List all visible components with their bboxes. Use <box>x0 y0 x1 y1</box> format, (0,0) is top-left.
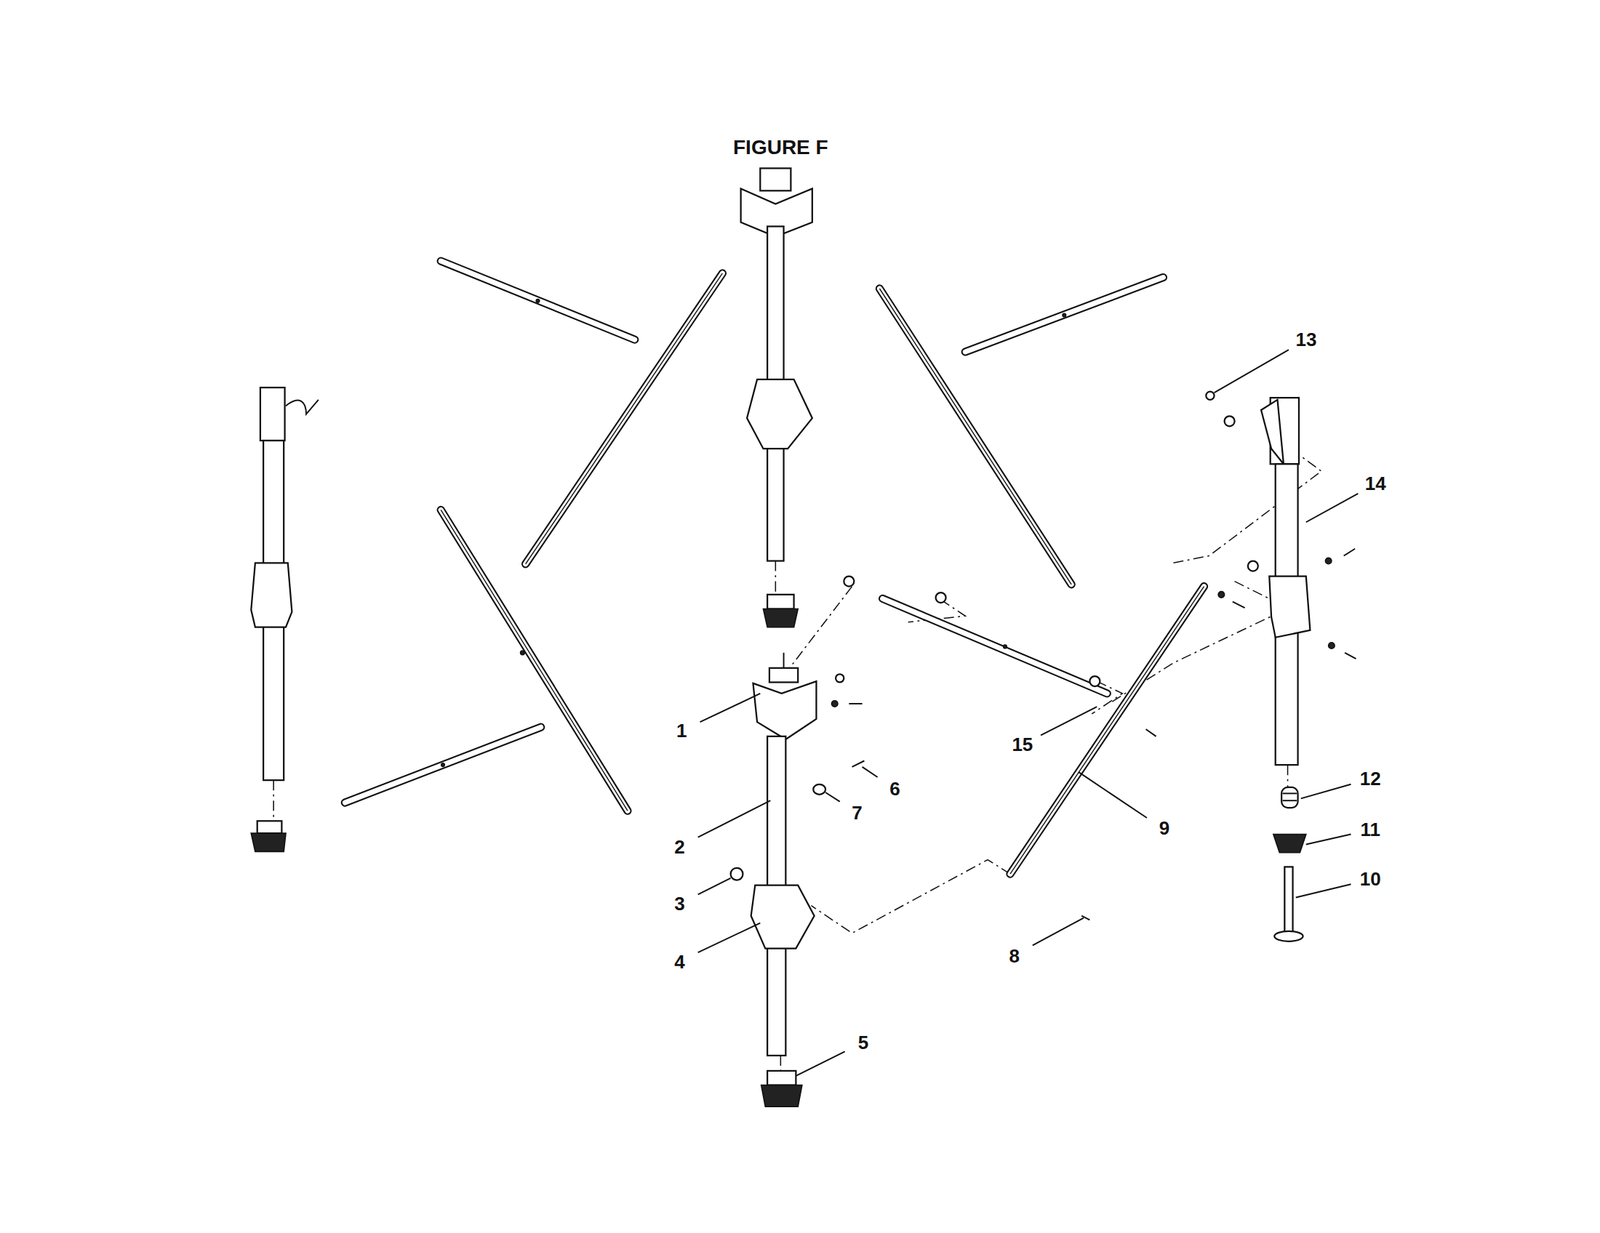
callout-number: 1 <box>676 721 687 741</box>
callout-number: 6 <box>889 779 900 799</box>
callout-number: 4 <box>674 952 685 972</box>
figure-title: FIGURE F <box>733 137 829 158</box>
callout-number: 14 <box>1365 474 1387 494</box>
callout-number: 12 <box>1360 769 1382 789</box>
callout-number: 10 <box>1360 869 1382 889</box>
callout-number: 11 <box>1360 820 1382 840</box>
callout-number: 5 <box>858 1033 869 1053</box>
callout-number: 9 <box>1159 818 1170 838</box>
callout-number: 7 <box>851 803 862 823</box>
callout-number: 8 <box>1008 946 1019 966</box>
callout-number: 3 <box>674 894 685 914</box>
callout-number: 15 <box>1011 735 1033 755</box>
callout-number: 2 <box>674 837 685 857</box>
callout-number: 13 <box>1295 330 1317 350</box>
